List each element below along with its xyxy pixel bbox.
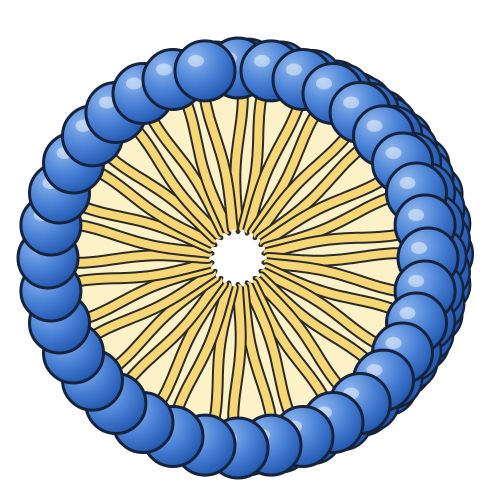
lipid-head-highlight <box>286 64 302 76</box>
lipid-head-highlight <box>367 120 383 132</box>
lipid-head-highlight <box>316 78 332 90</box>
lipid-head-highlight <box>126 78 142 90</box>
lipid-head-highlight <box>408 275 424 287</box>
lipid-head-highlight <box>408 209 424 221</box>
lipid-head-highlight <box>386 337 402 349</box>
lipid-head-highlight <box>254 55 270 67</box>
lipid-head-highlight <box>400 307 416 319</box>
lipid-head-highlight <box>156 64 172 76</box>
lipid-head-highlight <box>400 177 416 189</box>
lipid-head-highlight <box>386 147 402 159</box>
lipid-head-highlight <box>411 242 427 254</box>
lipid-head-highlight <box>343 97 359 109</box>
lipid-head-highlight <box>188 55 204 67</box>
lipid-head <box>175 41 235 101</box>
